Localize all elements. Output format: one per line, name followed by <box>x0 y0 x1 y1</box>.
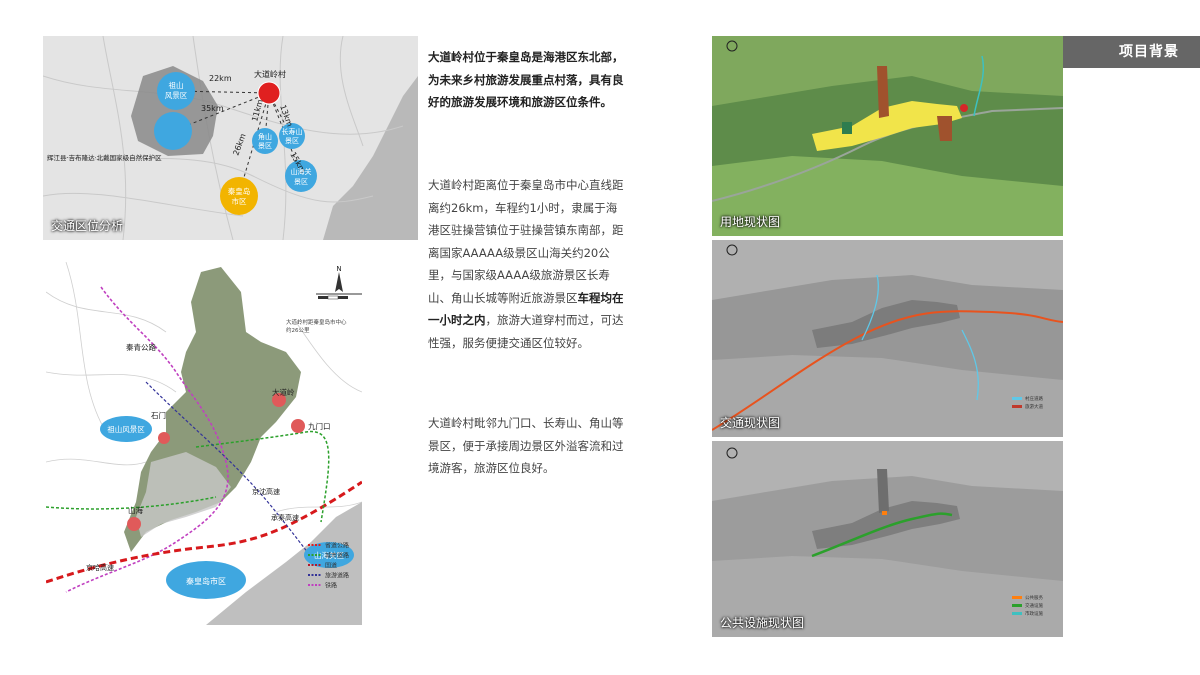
legend-label: 国道 <box>325 562 337 570</box>
legend-label: 省道公路 <box>325 542 349 550</box>
north-label: N <box>336 265 341 273</box>
traffic-status-caption: 交通现状图 <box>720 416 781 430</box>
spot-changshou-label-2: 景区 <box>285 137 299 145</box>
legend-label: 铁路 <box>325 582 337 590</box>
legend-label: 城市道路 <box>325 552 349 560</box>
village-label: 大道岭村 <box>254 69 286 79</box>
traffic-location-map: 大道岭村 22km 35km 11km 13km 26km 15km 祖山 风景… <box>43 36 418 240</box>
legend-swatch <box>1012 604 1022 607</box>
legend-label: 交通设施 <box>1025 602 1043 609</box>
regional-map-graphic: 秦青公路 大道岭 祖山风景区 九门口 石门 山海 山海关区 秦皇岛市区 京哈高速… <box>46 262 362 625</box>
traffic-status-map: 村庄道路旅游大道 交通现状图 <box>712 240 1063 437</box>
expressway-3-label: 承秦高速 <box>271 513 299 522</box>
traffic-location-caption: 交通区位分析 <box>51 219 124 233</box>
legend-swatch <box>1012 405 1022 408</box>
section-title-tag: 项目背景 <box>1063 36 1200 68</box>
location-paragraph: 大道岭村距离位于秦皇岛市中心直线距离约26km，车程约1小时，隶属于海港区驻操营… <box>428 178 624 350</box>
regional-map: 秦青公路 大道岭 祖山风景区 九门口 石门 山海 山海关区 秦皇岛市区 京哈高速… <box>46 262 362 625</box>
north-arrow-icon <box>316 272 362 300</box>
city-label-2: 市区 <box>232 196 247 206</box>
land-use-caption: 用地现状图 <box>720 215 781 229</box>
intro-paragraph: 大道岭村位于秦皇岛是海港区东北部，为未来乡村旅游发展重点村落，具有良好的旅游发展… <box>428 50 624 109</box>
road-label: 秦青公路 <box>126 342 156 352</box>
traffic-location-map-graphic: 大道岭村 22km 35km 11km 13km 26km 15km 祖山 风景… <box>43 36 418 240</box>
legend-swatch <box>1012 612 1022 615</box>
distance-22-label: 22km <box>209 74 232 83</box>
legend-label: 旅游道路 <box>325 572 349 580</box>
map2-note-2: 约26公里 <box>286 326 310 334</box>
reserve-label: 辉江县·吉布隆达·北戴国家级自然保护区 <box>47 153 162 162</box>
legend-swatch <box>1012 397 1022 400</box>
tourism-paragraph: 大道岭村毗邻九门口、长寿山、角山等景区，便于承接周边景区外溢客流和过境游客，旅游… <box>428 416 624 475</box>
spot-shanhai-label-2: 景区 <box>294 178 308 186</box>
legend-label: 村庄道路 <box>1025 395 1043 402</box>
legend-swatch <box>1012 596 1022 599</box>
expressway-1-label: 京哈高速 <box>86 563 114 572</box>
shanhaiguan-label: 山海关区 <box>314 550 344 560</box>
map2-note-1: 大道岭村距秦皇岛市中心 <box>286 318 347 326</box>
spot-jiaoshan-label-2: 景区 <box>258 142 272 150</box>
shimen-label: 石门 <box>151 411 166 420</box>
expressway-2-label: 京沈高速 <box>252 487 280 496</box>
highlight-drive-time: 车程均在一小时之内 <box>428 290 624 328</box>
spot-jiaoshan-label-1: 角山 <box>258 132 272 141</box>
land-use-map: 用地现状图 <box>712 36 1063 236</box>
public-facility-map: 公共服务交通设施市政设施 公共设施现状图 <box>712 441 1063 637</box>
spot-shanhai-label-1: 山海关 <box>291 167 312 176</box>
spot-laoling-label-2: 风景区 <box>165 91 188 100</box>
scenic-zushan-label: 祖山风景区 <box>107 424 145 434</box>
village-map-label: 大道岭 <box>272 387 295 397</box>
land-use-map-graphic <box>712 36 1063 236</box>
city-map-label: 秦皇岛市区 <box>186 576 226 586</box>
legend-label: 公共服务 <box>1025 594 1043 601</box>
city-label-1: 秦皇岛 <box>228 186 251 196</box>
jiumenkou-label: 九门口 <box>308 422 331 431</box>
spot-changshou-label-1: 长寿山 <box>282 127 303 136</box>
spot-laoling-label-1: 祖山 <box>169 80 184 90</box>
jiaoshan-label: 山海 <box>128 505 143 515</box>
distance-35-label: 35km <box>201 104 224 113</box>
legend-label: 市政设施 <box>1025 610 1043 617</box>
legend-label: 旅游大道 <box>1025 403 1043 410</box>
public-facility-caption: 公共设施现状图 <box>720 616 805 630</box>
